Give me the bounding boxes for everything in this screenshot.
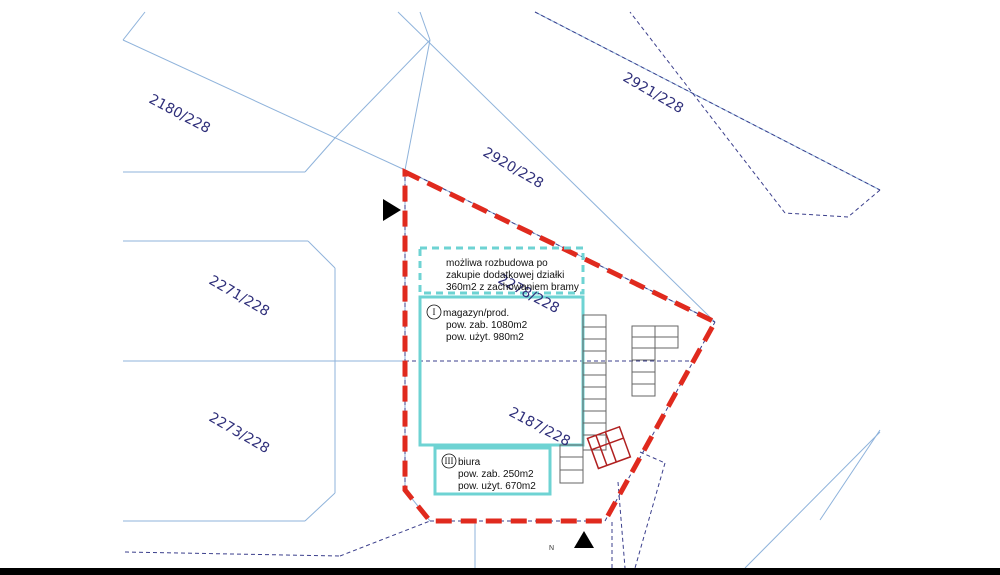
bottom-strip: [0, 568, 1000, 575]
entrance-arrow-icon: [383, 199, 401, 221]
gate-symbol: [586, 425, 632, 470]
building-3-outline: [433, 446, 552, 496]
building-1-number-circle: [426, 304, 442, 320]
expansion-zone: [418, 246, 585, 295]
building-3-area-usable: pow. użyt. 670m2: [458, 481, 536, 492]
building-3-number-circle: [441, 453, 457, 469]
building-1-number: I: [433, 307, 436, 317]
parking-stalls-b: [559, 444, 584, 484]
parking-stalls-a: [582, 314, 607, 451]
building-1-area-usable: pow. użyt. 980m2: [446, 332, 524, 343]
building-3-name: biura: [458, 457, 481, 468]
building-3-number: III: [445, 456, 454, 466]
expansion-note-line1: możliwa rozbudowa po: [446, 258, 548, 269]
north-mark: N: [549, 545, 554, 552]
expansion-note-line3: 360m2 z zachowaniem bramy: [446, 282, 579, 293]
entrance-arrow-bottom-icon: [574, 531, 594, 548]
building-1-name: magazyn/prod.: [443, 308, 509, 319]
parking-stalls-c: [631, 325, 679, 397]
expansion-note-line2: zakupie dodatkowej działki: [446, 270, 564, 281]
building-1-area-built: pow. zab. 1080m2: [446, 320, 528, 331]
plot-boundary: [402, 168, 719, 524]
building-3-area-built: pow. zab. 250m2: [458, 469, 534, 480]
